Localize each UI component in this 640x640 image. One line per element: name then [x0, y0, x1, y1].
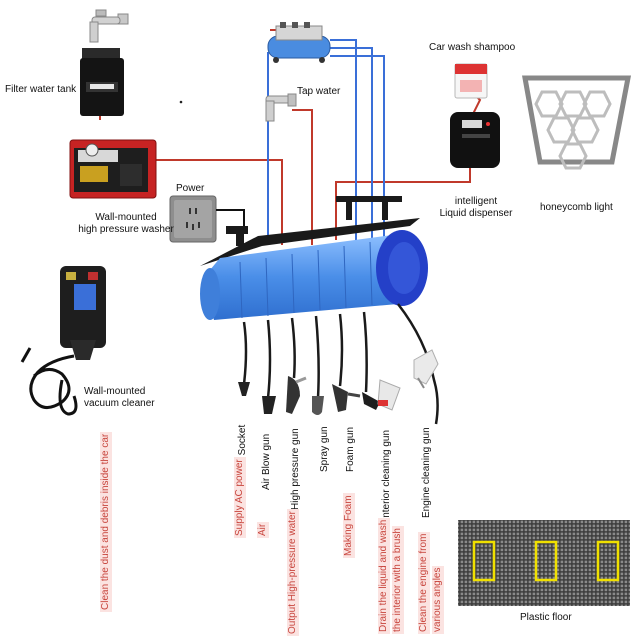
hose-reel-drum [200, 230, 428, 320]
pressure-washer [69, 139, 157, 199]
blue-air-pipes [267, 39, 385, 248]
filter-tank-label: Filter water tank [5, 84, 77, 95]
tool-name-foam-gun: Foam gun [345, 426, 356, 472]
vacuum-label-line1: Wall-mounted [84, 386, 146, 397]
function-supply-ac-power: Supply AC power [234, 457, 246, 538]
tap-water-faucet-icon [265, 93, 297, 122]
function-engine-line2: various angles [432, 565, 444, 634]
function-making-foam: Making Foam [343, 493, 355, 558]
dispenser-label-line2: Liquid dispenser [439, 208, 513, 219]
tool-name-air-blow-gun: Air Blow gun [261, 433, 272, 490]
liquid-dispenser [450, 112, 500, 168]
plastic-floor [458, 520, 630, 606]
function-output-high-pressure-water: Output High-pressure water [287, 509, 299, 636]
function-air: Air [257, 521, 269, 538]
function-vacuum: Clean the dust and debris inside the car [100, 431, 112, 612]
function-engine-line1: Clean the engine from [418, 531, 430, 634]
vacuum-label: Wall-mounted vacuum cleaner [84, 386, 155, 410]
power-label: Power [176, 183, 205, 194]
vacuum-cleaner [60, 266, 106, 360]
vacuum-hose [20, 347, 78, 416]
pressure-washer-label: Wall-mounted high pressure washer [74, 212, 178, 236]
shampoo-label: Car wash shampoo [429, 42, 516, 53]
stray-dot [179, 100, 183, 104]
filter-water-tank [80, 48, 124, 116]
pressure-washer-label-line1: Wall-mounted [95, 212, 157, 223]
tool-name-high-pressure-gun: High pressure gun [290, 428, 301, 510]
honeycomb-label: honeycomb light [540, 202, 613, 213]
pressure-washer-label-line2: high pressure washer [78, 224, 174, 235]
tap-water-label: Tap water [297, 86, 341, 97]
honeycomb-cells [534, 90, 612, 170]
tool-name-engine-cleaning-gun: Engine cleaning gun [421, 427, 432, 518]
vacuum-label-line2: vacuum cleaner [84, 398, 155, 409]
function-interior-line1: Drain the liquid and wash [378, 517, 390, 634]
hanging-hoses [242, 303, 439, 425]
tool-heads [238, 349, 439, 415]
mounting-rail [200, 196, 420, 266]
tool-name-interior-cleaning-gun: interior cleaning gun [381, 429, 392, 520]
plastic-floor-label: Plastic floor [520, 612, 572, 623]
tool-name-spray-gun: Spray gun [319, 426, 330, 472]
power-socket [169, 195, 245, 243]
air-compressor [267, 22, 331, 63]
shampoo-container [454, 63, 488, 99]
honeycomb-light [522, 75, 632, 165]
function-interior-line2: the interior with a brush [392, 526, 404, 634]
dispenser-label-line1: intelligent [454, 196, 498, 207]
faucet-icon [89, 9, 129, 43]
dispenser-label: intelligent Liquid dispenser [436, 196, 516, 220]
